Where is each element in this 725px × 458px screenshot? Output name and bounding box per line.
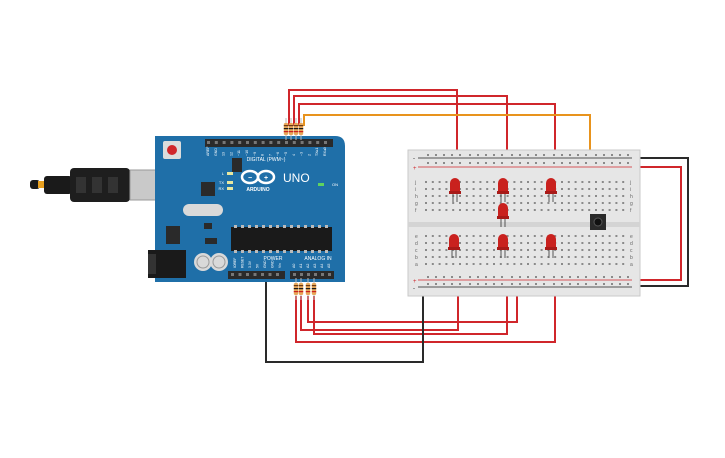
digital-pin-label: TX▸1	[315, 148, 319, 156]
row-letter: e	[630, 234, 633, 240]
row-letter: f	[415, 208, 417, 214]
row-letter: d	[630, 241, 633, 247]
wire-red-d1[interactable]	[288, 89, 458, 180]
row-letter: g	[630, 201, 633, 207]
digital-pin-label: 7	[268, 154, 272, 156]
power-pin-label: IOREF	[233, 258, 237, 268]
digital-pin-label: 13	[222, 152, 226, 156]
uno-label: UNO	[283, 171, 310, 185]
row-letter: c	[415, 248, 418, 254]
digital-pin-label: ~10	[245, 150, 249, 156]
wires	[265, 89, 689, 363]
digital-pin-label: ~11	[237, 150, 241, 156]
l-label: L	[222, 171, 225, 176]
digital-header	[205, 139, 333, 147]
row-letter: b	[415, 255, 418, 261]
on-label: ON	[332, 182, 338, 187]
row-letter: h	[415, 194, 418, 200]
usb-cable-icon[interactable]	[30, 168, 167, 202]
analog-in-label: ANALOG IN	[304, 256, 332, 262]
digital-pin-label: 8	[261, 154, 265, 156]
rail-plus-top: +	[413, 166, 417, 172]
arduino-brand: ARDUINO	[246, 187, 269, 193]
red-led[interactable]	[498, 178, 508, 193]
row-letter: c	[630, 248, 633, 254]
red-led[interactable]	[546, 178, 556, 193]
red-led[interactable]	[498, 203, 508, 218]
resistors-bottom	[293, 278, 317, 300]
digital-pin-label: ~3	[300, 152, 304, 156]
analog-pin-label: A1	[299, 264, 303, 268]
red-led[interactable]	[449, 234, 459, 249]
wire-red-d2[interactable]	[293, 95, 508, 180]
digital-pin-label: 2	[307, 154, 311, 156]
row-letter: e	[415, 234, 418, 240]
row-letter: i	[415, 187, 416, 193]
red-led[interactable]	[450, 178, 460, 193]
svg-text:−: −	[248, 175, 252, 182]
analog-pin-label: A5	[327, 264, 331, 268]
wire-red-rail-right[interactable]	[630, 166, 682, 281]
row-letter: d	[415, 241, 418, 247]
voltage-regulator	[166, 226, 180, 244]
row-letter: b	[630, 255, 633, 261]
wire-black-gnd[interactable]	[265, 278, 424, 363]
row-letter: f	[630, 208, 632, 214]
row-letter: j	[629, 180, 631, 186]
leds	[448, 178, 557, 258]
resistors-top	[283, 118, 304, 140]
power-pin-label: 3.3V	[248, 260, 252, 268]
digital-pin-label: RX◂0	[323, 147, 327, 156]
digital-pin-label: 4	[292, 154, 296, 156]
chip-pins	[234, 225, 328, 253]
digital-pin-label: ~5	[284, 152, 288, 156]
row-letter: a	[415, 262, 418, 268]
analog-header	[290, 271, 334, 279]
wire-red-d3[interactable]	[298, 103, 556, 180]
analog-pin-label: A4	[320, 264, 324, 268]
tx-label: TX	[219, 180, 224, 185]
digital-pin-label: 12	[229, 152, 233, 156]
digital-pin-label: ~6	[276, 152, 280, 156]
svg-text:+: +	[264, 175, 268, 182]
rail-plus-bottom: +	[413, 279, 417, 285]
crystal	[183, 204, 223, 216]
row-letter: h	[630, 194, 633, 200]
row-letter: i	[630, 187, 631, 193]
row-letter: a	[630, 262, 633, 268]
power-pin-label: GND	[271, 260, 275, 268]
power-pin-label: Vin	[278, 263, 282, 268]
power-pin-label: 5V	[256, 263, 260, 268]
wire-black-rail-right[interactable]	[630, 157, 689, 287]
rail-minus-top: -	[413, 156, 415, 162]
digital-pin-label: AREF	[206, 146, 210, 156]
digital-pin-label: GND	[214, 148, 218, 156]
power-pin-label: RESET	[241, 257, 245, 268]
analog-pin-label: A2	[306, 264, 310, 268]
row-letter: g	[415, 201, 418, 207]
row-letter: j	[414, 180, 416, 186]
power-pin-label: GND	[263, 260, 267, 268]
red-led[interactable]	[498, 234, 508, 249]
rx-label: RX	[218, 186, 224, 191]
analog-pin-label: A3	[313, 264, 317, 268]
usb-chip	[201, 182, 215, 196]
red-led[interactable]	[546, 234, 556, 249]
digital-pwm-label: DIGITAL (PWM~)	[247, 157, 286, 163]
power-label: POWER	[264, 256, 283, 262]
analog-pin-label: A0	[292, 264, 296, 268]
digital-pin-label: ~9	[253, 152, 257, 156]
arduino-infinity-logo: − +	[240, 169, 276, 185]
rail-minus-bottom: -	[413, 286, 415, 292]
atmega-chip	[231, 227, 332, 251]
icsp-header	[232, 158, 242, 172]
